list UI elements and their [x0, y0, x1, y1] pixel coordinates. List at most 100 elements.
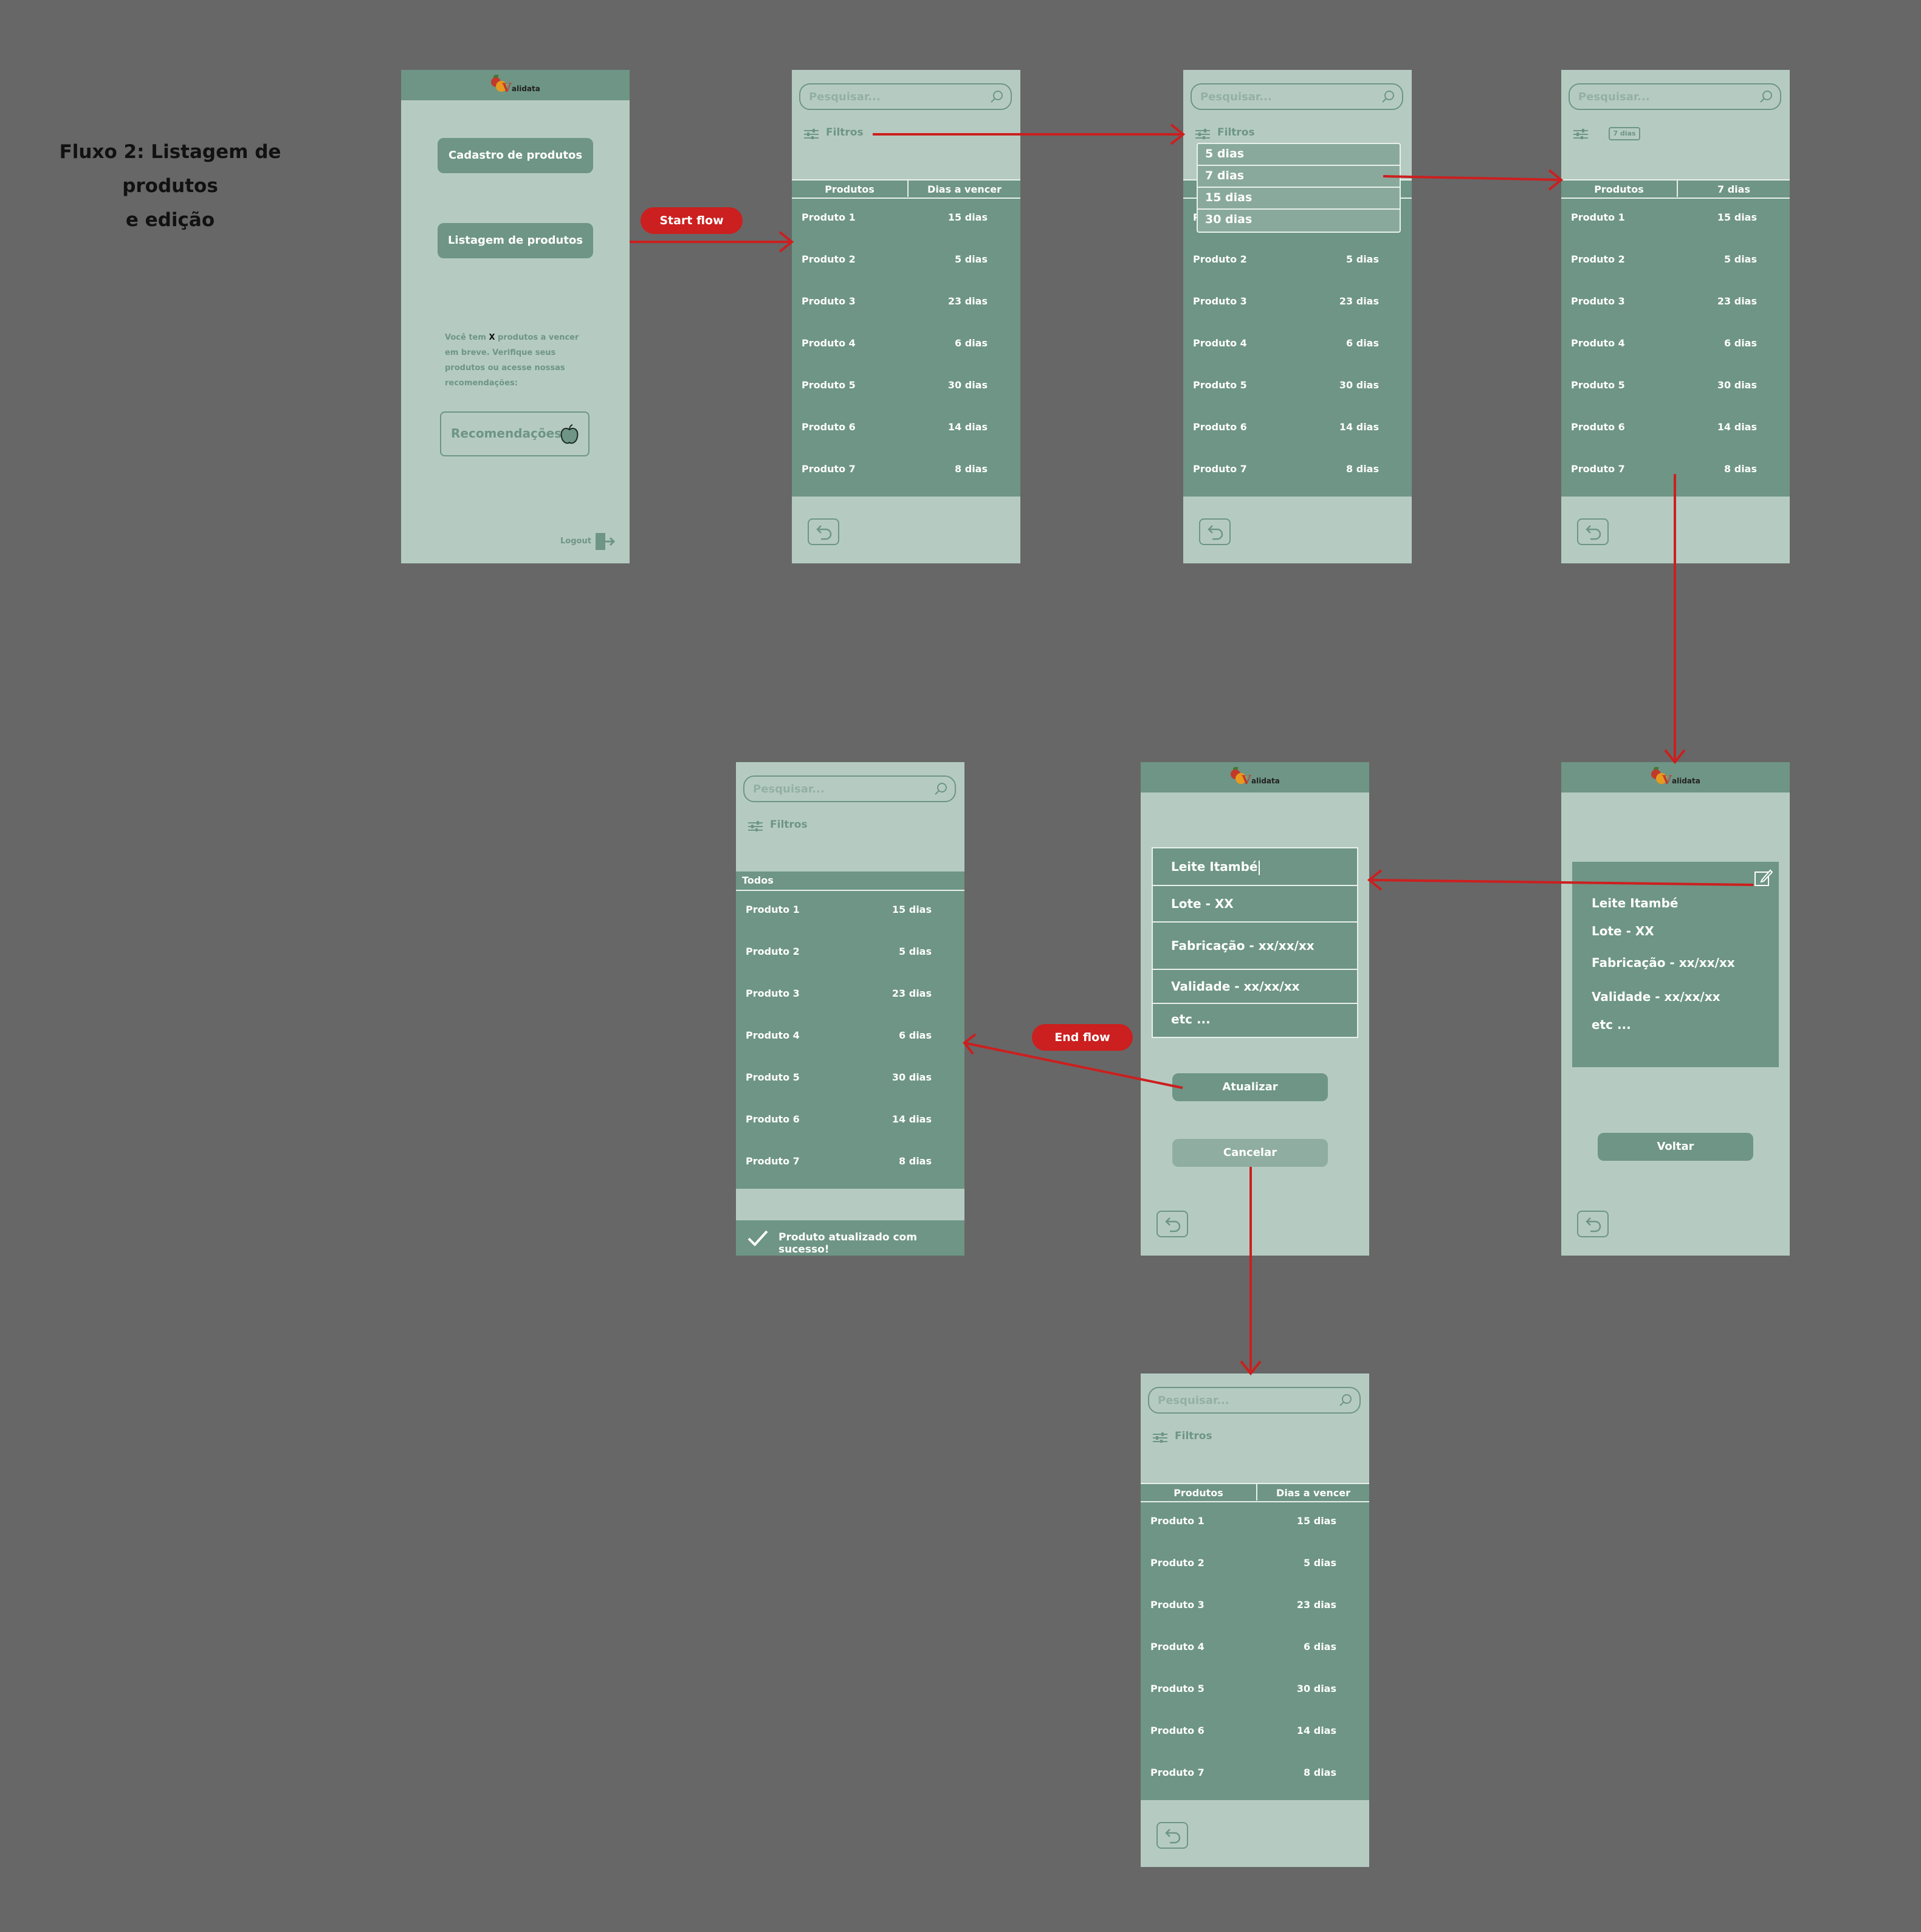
edit-icon[interactable] — [1753, 868, 1773, 887]
logout-icon — [596, 533, 616, 550]
filter-sliders-icon — [1153, 1432, 1167, 1443]
back-button[interactable] — [1156, 1822, 1188, 1849]
undo-icon — [1586, 525, 1601, 540]
back-button[interactable] — [808, 518, 839, 545]
logout-button[interactable]: Logout — [560, 532, 621, 551]
recomendacoes-label: Recomendações — [451, 426, 562, 441]
filter-option-5[interactable]: 5 dias — [1198, 144, 1400, 166]
cancelar-button[interactable]: Cancelar — [1172, 1139, 1328, 1167]
undo-icon — [816, 525, 832, 540]
product-name-field[interactable]: Leite Itambé — [1152, 847, 1358, 886]
search-input[interactable]: Pesquisar... — [799, 83, 1012, 110]
etc-field[interactable]: etc ... — [1152, 1003, 1358, 1038]
search-icon — [1760, 91, 1772, 103]
search-input[interactable]: Pesquisar... — [1569, 83, 1781, 110]
check-icon — [747, 1230, 768, 1246]
lote-field[interactable]: Lote - XX — [1152, 885, 1358, 923]
active-filter-tag[interactable]: 7 dias — [1609, 127, 1640, 140]
fabricacao-field[interactable]: Fabricação - xx/xx/xx — [1152, 921, 1358, 970]
logout-label: Logout — [560, 537, 591, 546]
back-button[interactable] — [1156, 1211, 1188, 1237]
product-validade: Validade - xx/xx/xx — [1592, 989, 1720, 1004]
filter-option-7[interactable]: 7 dias — [1198, 166, 1400, 188]
apple-icon — [560, 424, 579, 444]
cadastro-produtos-button[interactable]: Cadastro de produtos — [438, 138, 593, 173]
filter-option-30[interactable]: 30 dias — [1205, 213, 1253, 226]
end-flow-badge: End flow — [1032, 1024, 1133, 1051]
back-button[interactable] — [1577, 1211, 1609, 1237]
search-input[interactable]: Pesquisar... — [1148, 1387, 1361, 1414]
recomendacoes-button[interactable]: Recomendações — [440, 411, 589, 456]
filter-sliders-icon — [748, 821, 763, 831]
filter-option-15[interactable]: 15 dias — [1198, 188, 1400, 210]
product-name: Leite Itambé — [1592, 896, 1679, 910]
expiring-info-text: Você tem X produtos a vencer em breve. V… — [445, 333, 579, 388]
product-fabricacao: Fabricação - xx/xx/xx — [1592, 955, 1735, 970]
search-input[interactable]: Pesquisar... — [1191, 83, 1403, 110]
toast-message: Produto atualizado com sucesso! — [778, 1231, 917, 1256]
arrow-start-to-list — [630, 231, 794, 253]
filter-sliders-icon — [1195, 129, 1210, 139]
back-button[interactable] — [1199, 518, 1231, 545]
search-icon — [1339, 1394, 1352, 1406]
atualizar-button[interactable]: Atualizar — [1172, 1073, 1328, 1101]
back-button[interactable] — [1577, 518, 1609, 545]
text-caret — [1259, 860, 1260, 875]
voltar-button[interactable]: Voltar — [1598, 1133, 1753, 1161]
listagem-produtos-button[interactable]: Listagem de produtos — [438, 223, 593, 258]
product-card: Leite Itambé Lote - XX Fabricação - xx/x… — [1572, 862, 1779, 1067]
flow-title-line2: e edição — [125, 209, 215, 231]
search-input[interactable]: Pesquisar... — [743, 775, 956, 802]
validade-field[interactable]: Validade - xx/xx/xx — [1152, 969, 1358, 1004]
filter-sliders-icon — [804, 129, 819, 139]
product-etc: etc ... — [1592, 1017, 1631, 1032]
